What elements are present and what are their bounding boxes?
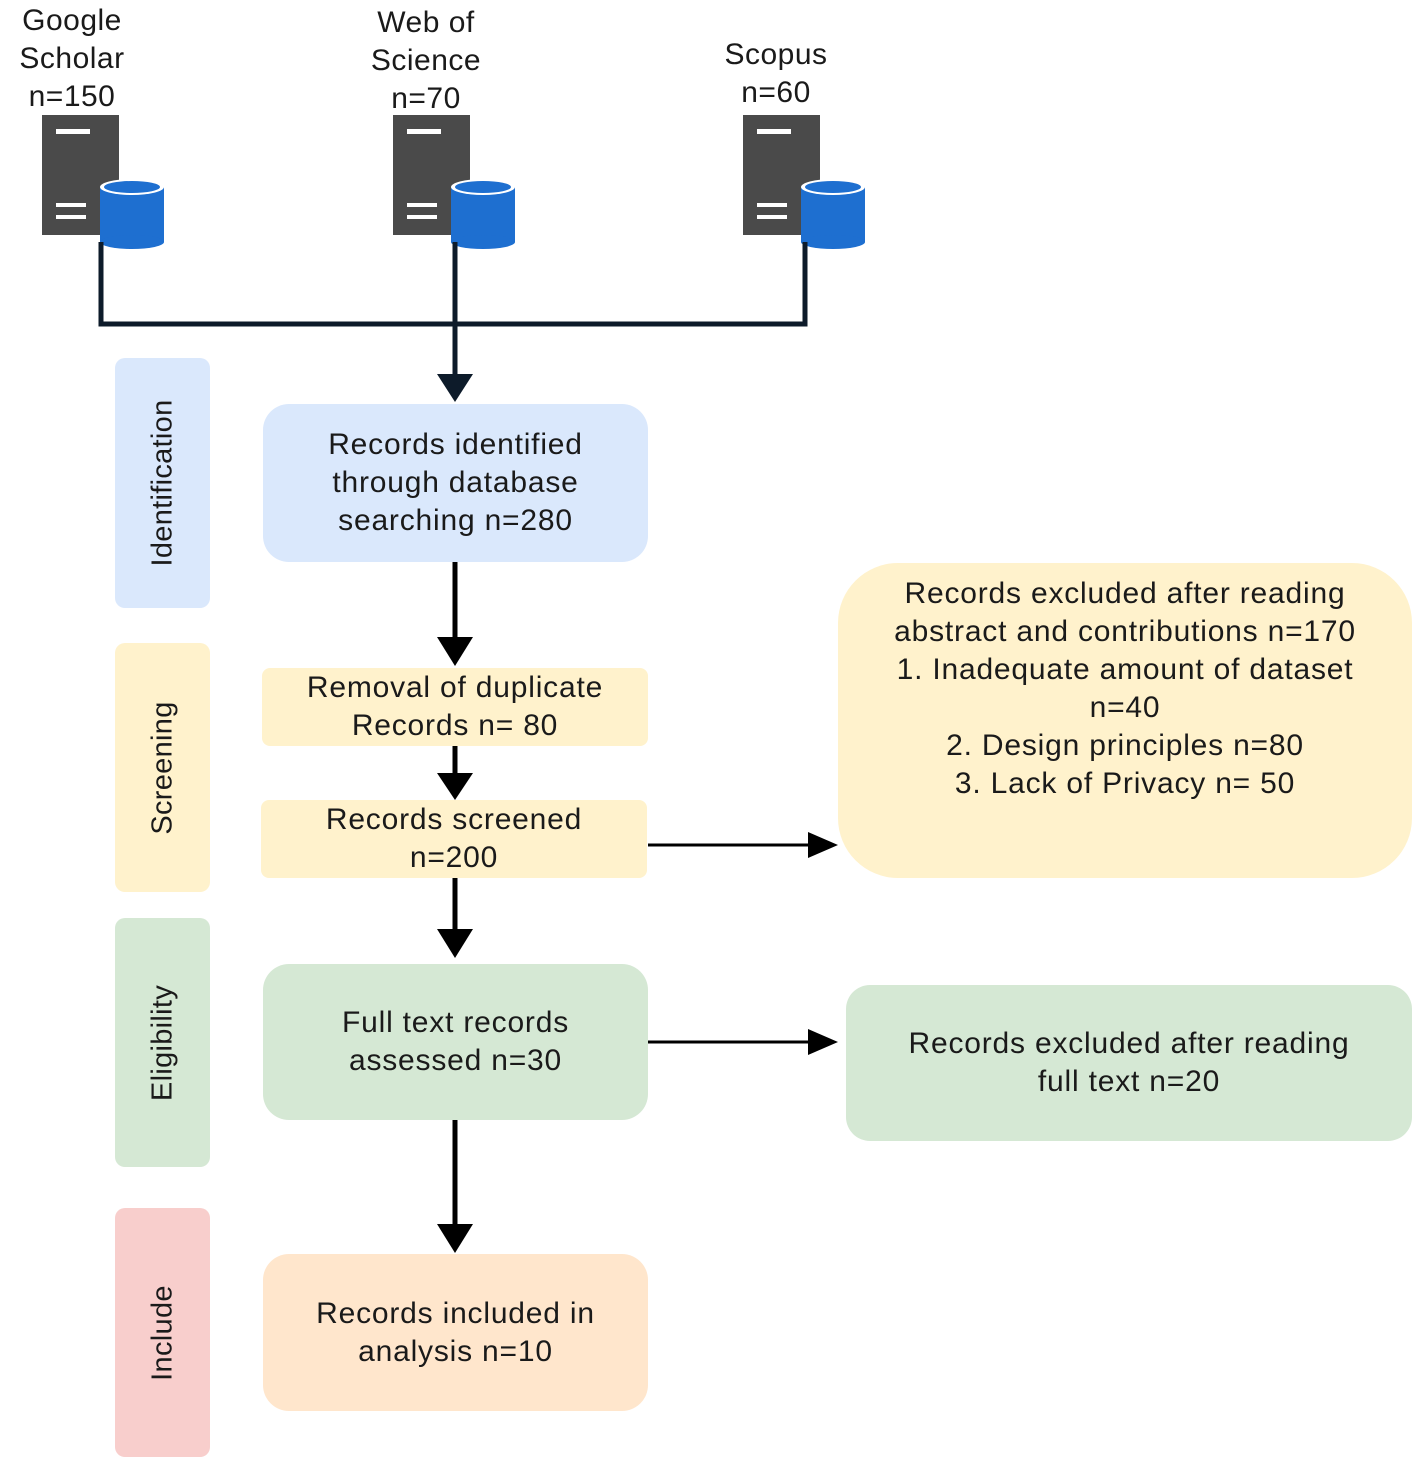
stage-label: Screening	[146, 700, 178, 835]
box-text-line: Records excluded after reading	[908, 1027, 1350, 1060]
server-database-icon	[743, 115, 865, 249]
box-text-line: through database	[332, 466, 579, 499]
box-text-line: 1. Inadequate amount of dataset	[896, 652, 1354, 686]
box-text-line: Records screened	[325, 803, 583, 836]
excluded-abstract-box: Records excluded after reading abstract …	[838, 563, 1412, 878]
server-database-icon	[42, 115, 164, 249]
stage-identification: Identification	[115, 358, 210, 608]
stage-screening: Screening	[115, 643, 210, 892]
box-text-line: 3. Lack of Privacy n= 50	[954, 766, 1296, 800]
source-count: n=150	[28, 80, 116, 113]
stage-include: Include	[115, 1208, 210, 1457]
records-identified-box: Records identified through database sear…	[263, 404, 648, 562]
box-text-line: analysis n=10	[358, 1334, 553, 1368]
source-label-scopus: Scopus n=60	[706, 36, 846, 112]
box-text-line: Removal of duplicate	[306, 671, 604, 704]
records-included-box: Records included in analysis n=10	[263, 1254, 648, 1411]
box-text-line: Records identified	[328, 428, 583, 461]
box-text-line: Full text records	[342, 1006, 569, 1039]
source-label-line: Scopus	[724, 38, 828, 71]
source-label-line: Scholar	[19, 42, 125, 75]
box-text-line: searching n=280	[338, 504, 573, 537]
box-text-line: Records included in	[316, 1296, 595, 1330]
source-count: n=60	[741, 76, 811, 109]
box-text-line: n=200	[409, 841, 499, 874]
stage-eligibility: Eligibility	[115, 918, 210, 1167]
fulltext-assessed-box: Full text records assessed n=30	[263, 964, 648, 1120]
box-text-line: Records n= 80	[351, 709, 559, 742]
arrow-heads	[437, 637, 473, 1253]
box-text-line: 2. Design principles n=80	[946, 728, 1304, 762]
source-connector	[98, 242, 808, 375]
stage-label: Include	[146, 1284, 178, 1381]
box-text-line: assessed n=30	[348, 1044, 563, 1077]
exclusion-arrow-heads	[808, 832, 838, 1055]
exclusion-arrows	[648, 843, 810, 1044]
server-database-icon	[393, 115, 515, 249]
source-label-web-of-science: Web of Science n=70	[356, 4, 496, 118]
records-screened-box: Records screened n=200	[261, 800, 647, 878]
box-text-line: n=40	[1089, 690, 1161, 724]
excluded-fulltext-box: Records excluded after reading full text…	[846, 985, 1412, 1141]
box-text-line: abstract and contributions n=170	[894, 614, 1356, 648]
box-text-line: full text n=20	[1037, 1065, 1221, 1098]
removal-duplicates-box: Removal of duplicate Records n= 80	[262, 668, 648, 746]
source-label-line: Science	[370, 44, 482, 77]
source-count: n=70	[391, 82, 461, 115]
source-label-google-scholar: Google Scholar n=150	[4, 2, 140, 116]
source-label-line: Google	[22, 4, 122, 37]
stage-label: Identification	[146, 399, 178, 567]
source-label-line: Web of	[377, 6, 475, 39]
arrow-head	[437, 374, 473, 402]
stage-label: Eligibility	[146, 984, 178, 1101]
box-text-line: Records excluded after reading	[904, 576, 1346, 610]
